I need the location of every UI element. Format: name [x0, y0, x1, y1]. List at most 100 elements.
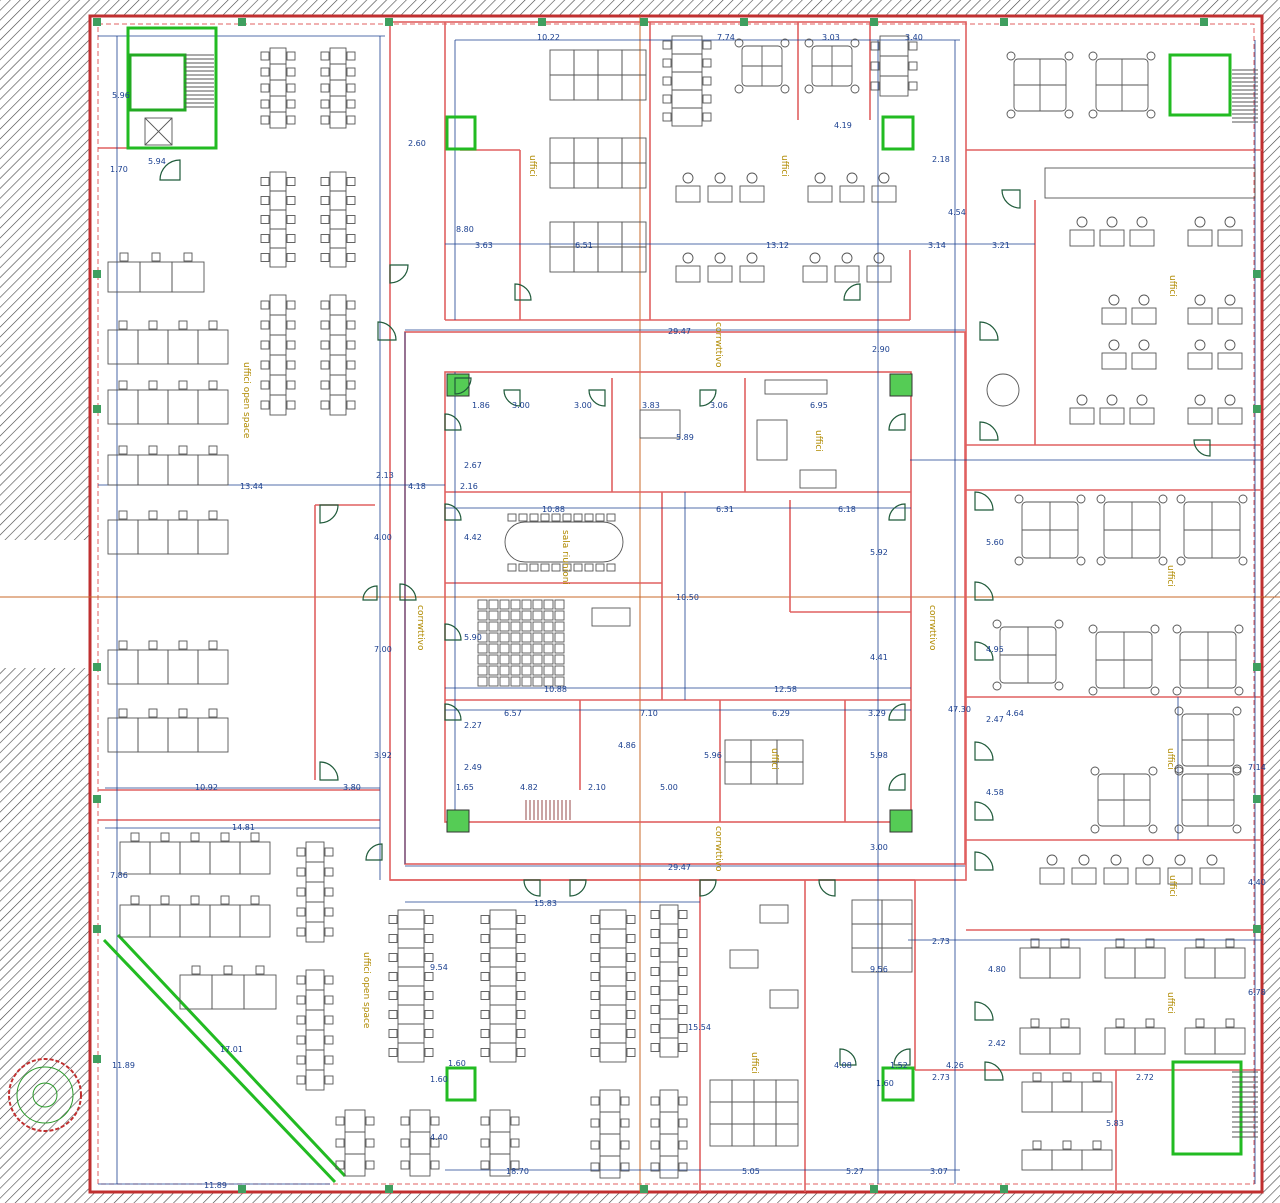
desk: [1021, 1081, 1053, 1113]
desk: [707, 185, 733, 203]
chair: [1172, 686, 1182, 696]
dim-label: 14.81: [232, 823, 255, 832]
desk: [671, 107, 703, 127]
chair: [702, 58, 712, 68]
chair: [1054, 619, 1064, 629]
desk: [197, 454, 229, 486]
door-swing: [979, 321, 999, 341]
dim-label: 17.01: [220, 1045, 243, 1054]
chair: [324, 847, 334, 857]
chair: [678, 1024, 688, 1033]
desk: [107, 717, 139, 753]
desk: [621, 162, 647, 189]
door-swing: [1193, 439, 1211, 457]
chair: [208, 510, 218, 520]
chair: [702, 40, 712, 50]
dim-label: 4.40: [1248, 878, 1266, 887]
chair: [1092, 1140, 1102, 1150]
desk: [621, 246, 647, 273]
chair: [286, 99, 296, 109]
desk: [197, 389, 229, 425]
chair: [1090, 766, 1100, 776]
chair: [908, 61, 918, 71]
desk: [1069, 407, 1095, 425]
desk: [1039, 867, 1065, 885]
seat: [488, 599, 499, 610]
desk: [659, 999, 679, 1020]
desk: [397, 1042, 425, 1063]
desk: [659, 1133, 679, 1157]
seat: [488, 610, 499, 621]
chair: [1138, 294, 1150, 306]
desk: [305, 841, 325, 863]
desk: [344, 1131, 366, 1155]
chair: [388, 972, 398, 981]
chair: [1076, 216, 1088, 228]
desk: [839, 185, 865, 203]
chair: [1195, 1018, 1205, 1028]
desk: [1129, 229, 1155, 247]
dim-label: 4.41: [870, 653, 888, 662]
desk: [137, 519, 169, 555]
chair: [1032, 1140, 1042, 1150]
desk: [329, 247, 347, 268]
door-swing: [454, 377, 472, 395]
desk: [269, 79, 287, 97]
desk: [305, 881, 325, 903]
chair: [160, 832, 170, 842]
seat: [499, 643, 510, 654]
seat: [477, 643, 488, 654]
seat: [521, 643, 532, 654]
chair: [590, 1096, 600, 1106]
dim-label: 7.74: [717, 33, 735, 42]
chair: [1176, 494, 1186, 504]
desk: [802, 265, 828, 283]
chair: [1206, 854, 1218, 866]
desk: [489, 909, 517, 930]
chair: [346, 380, 356, 390]
seat: [554, 599, 565, 610]
dim-label: 5.96: [112, 91, 130, 100]
desk: [179, 841, 211, 875]
desk: [659, 923, 679, 944]
outer-walls: [88, 14, 1264, 1194]
seat: [521, 621, 532, 632]
dim-label: 6.51: [575, 241, 593, 250]
desk: [239, 841, 271, 875]
chair: [1054, 681, 1064, 691]
elevator: [144, 117, 173, 146]
desk: [489, 1109, 511, 1133]
desk: [137, 329, 169, 365]
door-swing: [699, 389, 717, 407]
chair: [480, 1116, 490, 1126]
seat: [543, 610, 554, 621]
chair: [190, 832, 200, 842]
chair: [606, 513, 616, 522]
chair: [1006, 109, 1016, 119]
desk: [489, 985, 517, 1006]
room-label-uffici-right-mid: uffici: [1165, 565, 1175, 587]
desk: [724, 739, 752, 763]
chair: [678, 1162, 688, 1172]
dim-label: 9.56: [870, 965, 888, 974]
desk: [269, 247, 287, 268]
seat: [543, 654, 554, 665]
desk: [344, 1153, 366, 1177]
chair: [650, 1162, 660, 1172]
dim-label: 6.29: [772, 709, 790, 718]
chair: [1142, 854, 1154, 866]
desk: [305, 1069, 325, 1091]
chair: [1064, 109, 1074, 119]
dim-label: 1.60: [876, 1079, 894, 1088]
seat: [510, 665, 521, 676]
desk: [599, 966, 627, 987]
chair: [1238, 556, 1248, 566]
desk: [881, 899, 913, 925]
seat: [543, 632, 554, 643]
chair: [346, 215, 356, 224]
elevator-cross: [144, 117, 173, 146]
desk: [329, 111, 347, 129]
chair: [626, 1029, 636, 1038]
desk: [1134, 1027, 1166, 1055]
door-swing: [319, 761, 339, 781]
